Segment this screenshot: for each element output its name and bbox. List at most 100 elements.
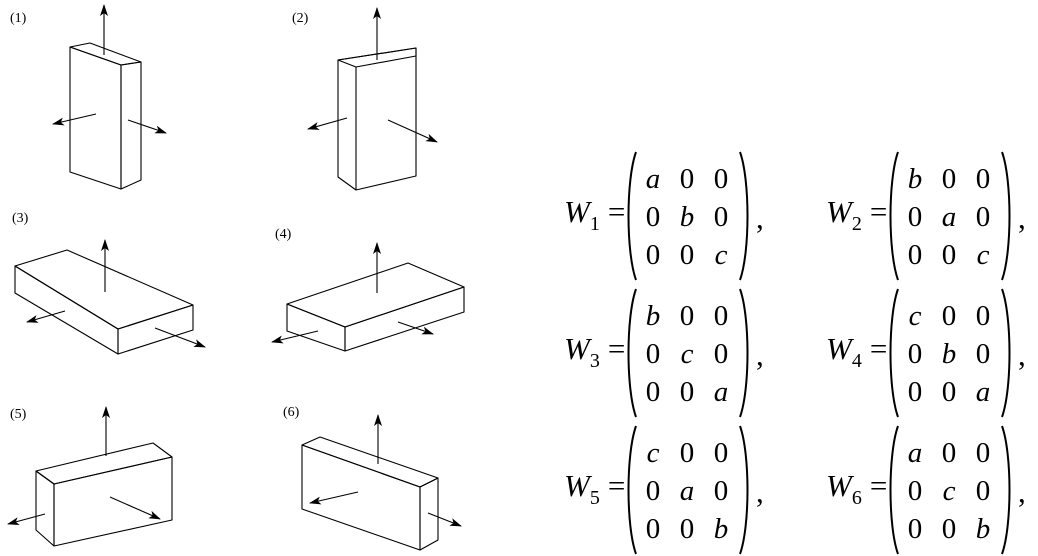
- box-figures: (1) (2) (3) (4) (5): [7, 4, 465, 551]
- matrix-name: W: [826, 331, 852, 366]
- matrix-entry: a: [645, 163, 661, 195]
- left-parenthesis: [627, 288, 637, 418]
- box-left-face: [35, 470, 55, 547]
- arrow-right: [109, 496, 161, 520]
- panel-label-2: (2): [292, 11, 309, 26]
- matrix-entry: 0: [907, 376, 923, 408]
- box-top-face: [14, 249, 194, 330]
- box-side-face: [419, 477, 439, 551]
- matrix-entry: 0: [941, 239, 957, 271]
- arrow-right: [427, 512, 462, 527]
- box-top-face: [69, 42, 142, 66]
- matrix-comma: ,: [1018, 474, 1026, 509]
- matrix-entry: 0: [713, 437, 729, 469]
- arrow-left: [52, 113, 97, 126]
- box-front-face: [337, 47, 417, 191]
- left-parenthesis: [889, 151, 899, 281]
- matrix-entry: 0: [975, 163, 991, 195]
- matrix-entry: 0: [679, 239, 695, 271]
- box-top-face: [286, 262, 465, 328]
- panel-3: (3): [12, 211, 206, 355]
- matrix-comma: ,: [756, 474, 764, 509]
- matrix-entry: a: [941, 201, 957, 233]
- matrix-entry: 0: [679, 163, 695, 195]
- box-side-face: [117, 304, 194, 355]
- matrix-entry: c: [646, 437, 660, 469]
- box-front-face: [14, 265, 119, 355]
- matrix-entry: 0: [941, 376, 957, 408]
- matrix-entry: 0: [679, 437, 695, 469]
- matrix-entry: 0: [907, 513, 923, 545]
- right-parenthesis: [1001, 425, 1011, 555]
- matrix-entry: b: [713, 513, 729, 545]
- matrix-index: 2: [851, 213, 862, 235]
- matrix-name: W: [826, 194, 852, 229]
- matrix-entry: 0: [907, 338, 923, 370]
- box-front-face: [344, 286, 465, 352]
- matrix-entry: 0: [679, 513, 695, 545]
- matrix-entry: 0: [941, 437, 957, 469]
- arrow-left: [26, 310, 66, 323]
- right-parenthesis: [739, 288, 749, 418]
- equals-sign: =: [869, 468, 888, 503]
- matrix-entry: 0: [907, 475, 923, 507]
- matrix-index: 3: [589, 350, 600, 372]
- matrix-index: 4: [851, 350, 862, 372]
- right-parenthesis: [1001, 151, 1011, 281]
- matrix-entry: b: [941, 338, 957, 370]
- matrix-entry: 0: [713, 475, 729, 507]
- matrix-entry: c: [680, 338, 694, 370]
- matrix-entry: 0: [713, 201, 729, 233]
- matrix-entry: 0: [679, 376, 695, 408]
- matrix-entry: 0: [645, 376, 661, 408]
- left-parenthesis: [627, 151, 637, 281]
- matrix-entry: 0: [679, 300, 695, 332]
- matrix-entry: 0: [941, 300, 957, 332]
- box-top-face: [35, 442, 173, 485]
- matrix-entry: 0: [645, 239, 661, 271]
- matrix-entry: 0: [975, 338, 991, 370]
- matrix-lhs: W3 =: [564, 331, 626, 372]
- matrix-name: W: [564, 194, 590, 229]
- matrix-entry: 0: [645, 338, 661, 370]
- matrix-entry: 0: [645, 475, 661, 507]
- matrix-entry: a: [679, 475, 695, 507]
- matrix-index: 1: [589, 213, 600, 235]
- right-parenthesis: [739, 151, 749, 281]
- left-parenthesis: [889, 425, 899, 555]
- matrix-entry: 0: [713, 300, 729, 332]
- matrix-lhs: W5=: [564, 468, 626, 509]
- box-side-face: [120, 61, 142, 190]
- matrix-entry: b: [645, 300, 661, 332]
- matrix-name: W: [564, 468, 590, 503]
- panel-label-5: (5): [10, 407, 27, 422]
- matrix-comma: ,: [756, 200, 764, 235]
- panel-6: (6): [283, 405, 462, 551]
- panel-label-1: (1): [10, 11, 27, 26]
- box-front-face: [53, 456, 173, 547]
- arrow-left: [309, 491, 359, 505]
- box-top-face: [337, 47, 417, 68]
- matrix-name: W: [564, 331, 590, 366]
- panel-2: (2): [292, 7, 438, 191]
- matrix-entry: c: [976, 239, 990, 271]
- matrix-entry: b: [679, 201, 695, 233]
- panel-4: (4): [271, 227, 465, 352]
- matrix-entry: c: [942, 475, 956, 507]
- matrix-name: W: [826, 468, 852, 503]
- matrix-entry: 0: [975, 437, 991, 469]
- equals-sign: =: [607, 468, 626, 503]
- matrix-entry: 0: [645, 201, 661, 233]
- panel-1: (1): [10, 4, 167, 190]
- matrix-entry: a: [907, 437, 923, 469]
- matrix-entry: 0: [713, 163, 729, 195]
- equals-sign: =: [607, 331, 626, 366]
- matrix-comma: ,: [1018, 200, 1026, 235]
- matrix-entry: 0: [975, 201, 991, 233]
